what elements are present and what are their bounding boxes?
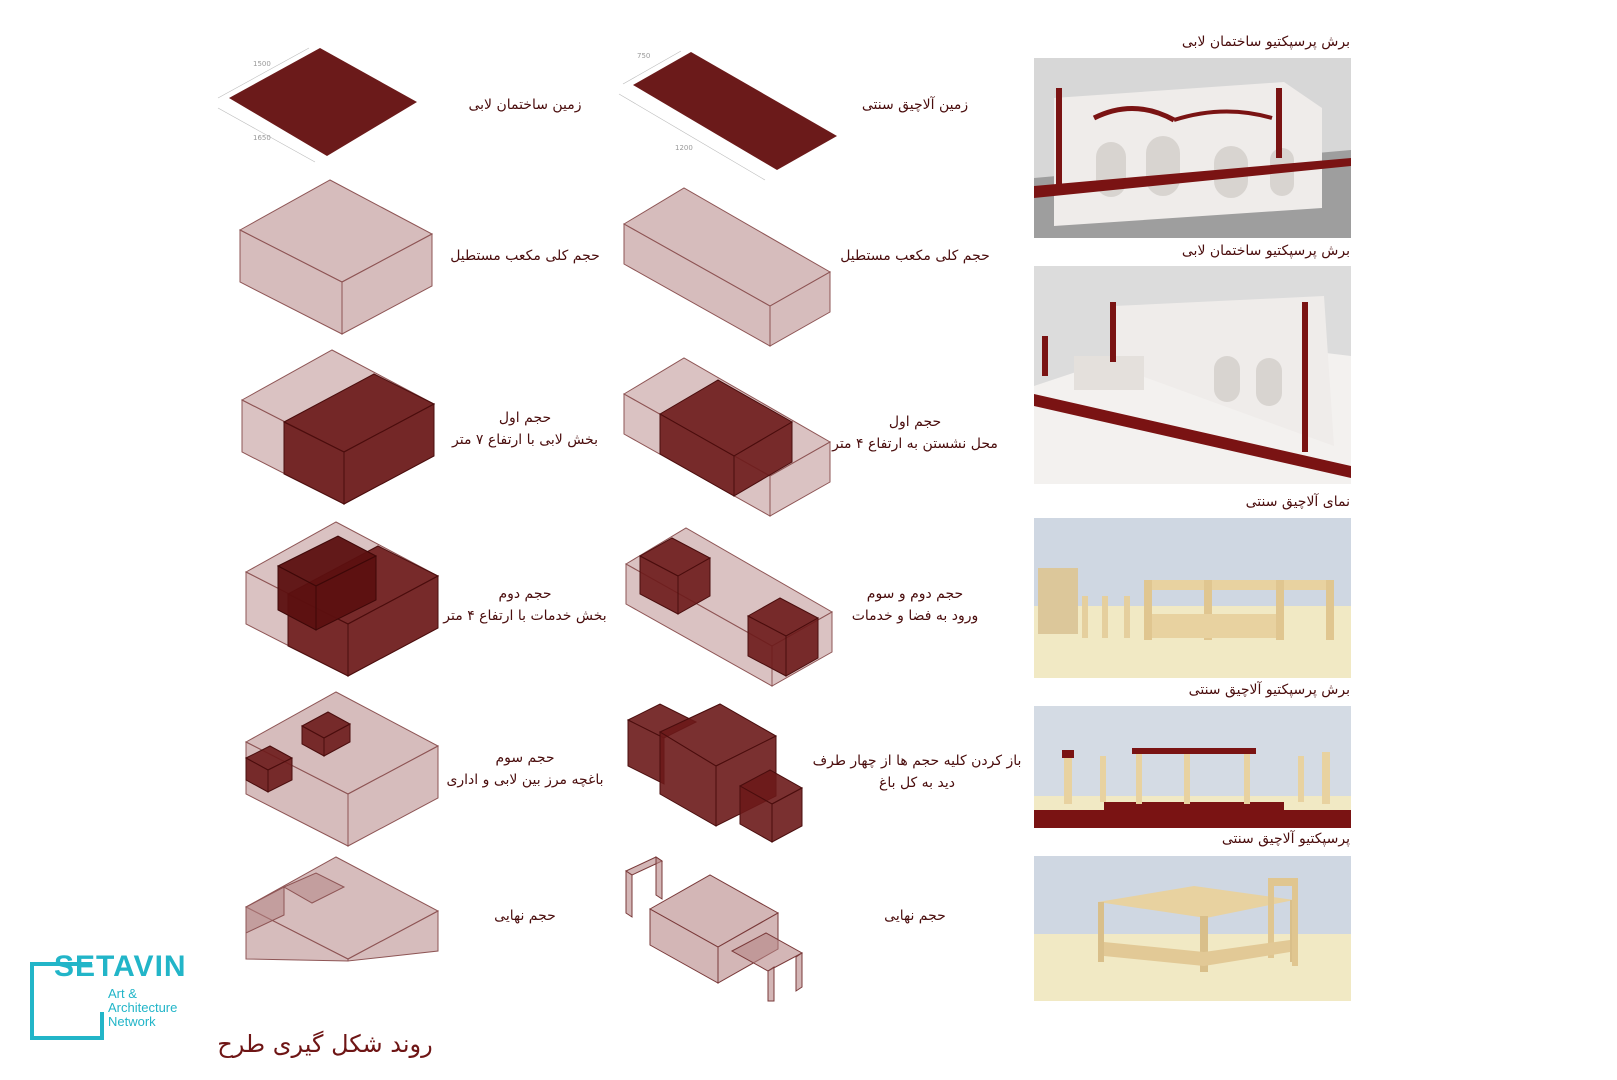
render4-gazebo-section: [1034, 706, 1351, 828]
render2-caption: برش پرسپکتیو ساختمان لابی: [1181, 243, 1350, 259]
lobby-step5-line2: باغچه مرز بین لابی و اداری: [446, 772, 604, 788]
gazebo-step5-label: باز کردن کلیه حجم ها از چهار طرف دید به …: [812, 750, 1022, 794]
lobby-step5-line1: حجم سوم: [495, 750, 555, 766]
lobby-step6-label: حجم نهایی: [494, 908, 556, 924]
render2-lobby-section: [1034, 266, 1351, 484]
logo-frame-icon: [30, 962, 112, 1040]
lobby-box-volume1: [240, 349, 436, 505]
gazebo-step5-line1: باز کردن کلیه حجم ها از چهار طرف: [812, 753, 1022, 769]
render3-gazebo-elevation: [1034, 518, 1351, 678]
render1-lobby-section: [1034, 58, 1351, 238]
logo-line1: Art &: [108, 986, 137, 1001]
gazebo-box-opened: [626, 703, 804, 843]
lobby-step3-line1: حجم اول: [498, 410, 552, 426]
logo-brand: SETAVIN: [54, 950, 187, 983]
render4-caption: برش پرسپکتیو آلاچیق سنتی: [1188, 682, 1350, 698]
lobby-step2-label: حجم کلی مکعب مستطیل: [450, 248, 600, 264]
gazebo-step4-line2: ورود به فضا و خدمات: [851, 608, 979, 624]
lobby-step4-label: حجم دوم بخش خدمات با ارتفاع ۴ متر: [440, 583, 610, 627]
gazebo-step3-line2: محل نشستن به ارتفاع ۴ متر: [832, 436, 998, 452]
setavin-logo[interactable]: SETAVIN Art & Architecture Network: [30, 950, 200, 1062]
logo-line3: Network: [108, 1014, 156, 1029]
lobby-step4-line1: حجم دوم: [498, 586, 552, 602]
lobby-step3-label: حجم اول بخش لابی با ارتفاع ۷ متر: [440, 407, 610, 451]
lobby-step3-line2: بخش لابی با ارتفاع ۷ متر: [452, 432, 598, 448]
gazebo-step2-label: حجم کلی مکعب مستطیل: [840, 248, 990, 264]
lobby-dim-b: 1650: [253, 134, 271, 142]
gazebo-dim-b: 1200: [675, 144, 693, 152]
gazebo-step1-label: زمین آلاچیق سنتی: [861, 97, 969, 113]
lobby-box-volume3: [244, 691, 440, 847]
lobby-box-overall: [238, 179, 434, 335]
render5-caption: پرسپکتیو آلاچیق سنتی: [1221, 831, 1350, 847]
gazebo-step3-line1: حجم اول: [888, 414, 942, 430]
gazebo-step4-label: حجم دوم و سوم ورود به فضا و خدمات: [840, 583, 990, 627]
render1-caption: برش پرسپکتیو ساختمان لابی: [1181, 34, 1350, 50]
lobby-step5-label: حجم سوم باغچه مرز بین لابی و اداری: [440, 747, 610, 791]
main-title: روند شکل گیری طرح: [217, 1030, 433, 1058]
gazebo-site-plate: 750 1200: [618, 50, 837, 181]
logo-line2: Architecture: [108, 1000, 178, 1015]
lobby-step4-line2: بخش خدمات با ارتفاع ۴ متر: [443, 608, 607, 624]
gazebo-step6-label: حجم نهایی: [884, 908, 946, 924]
gazebo-step5-line2: دید به کل باغ: [878, 775, 955, 791]
lobby-site-plate: 1500 1650: [217, 47, 417, 163]
lobby-box-volume2: [244, 521, 440, 677]
lobby-box-final: [244, 856, 440, 962]
gazebo-box-overall: [623, 187, 832, 347]
render5-gazebo-perspective: [1034, 856, 1351, 1001]
gazebo-box-final: [624, 856, 804, 1002]
gazebo-step3-label: حجم اول محل نشستن به ارتفاع ۴ متر: [825, 411, 1005, 455]
lobby-step1-label: زمین ساختمان لابی: [468, 97, 582, 113]
gazebo-box-volume2-3: [625, 527, 834, 687]
lobby-dim-a: 1500: [253, 60, 271, 68]
gazebo-step4-line1: حجم دوم و سوم: [866, 586, 964, 602]
gazebo-dim-a: 750: [637, 52, 650, 60]
render3-caption: نمای آلاچیق سنتی: [1245, 494, 1350, 510]
gazebo-box-volume1: [623, 357, 832, 517]
